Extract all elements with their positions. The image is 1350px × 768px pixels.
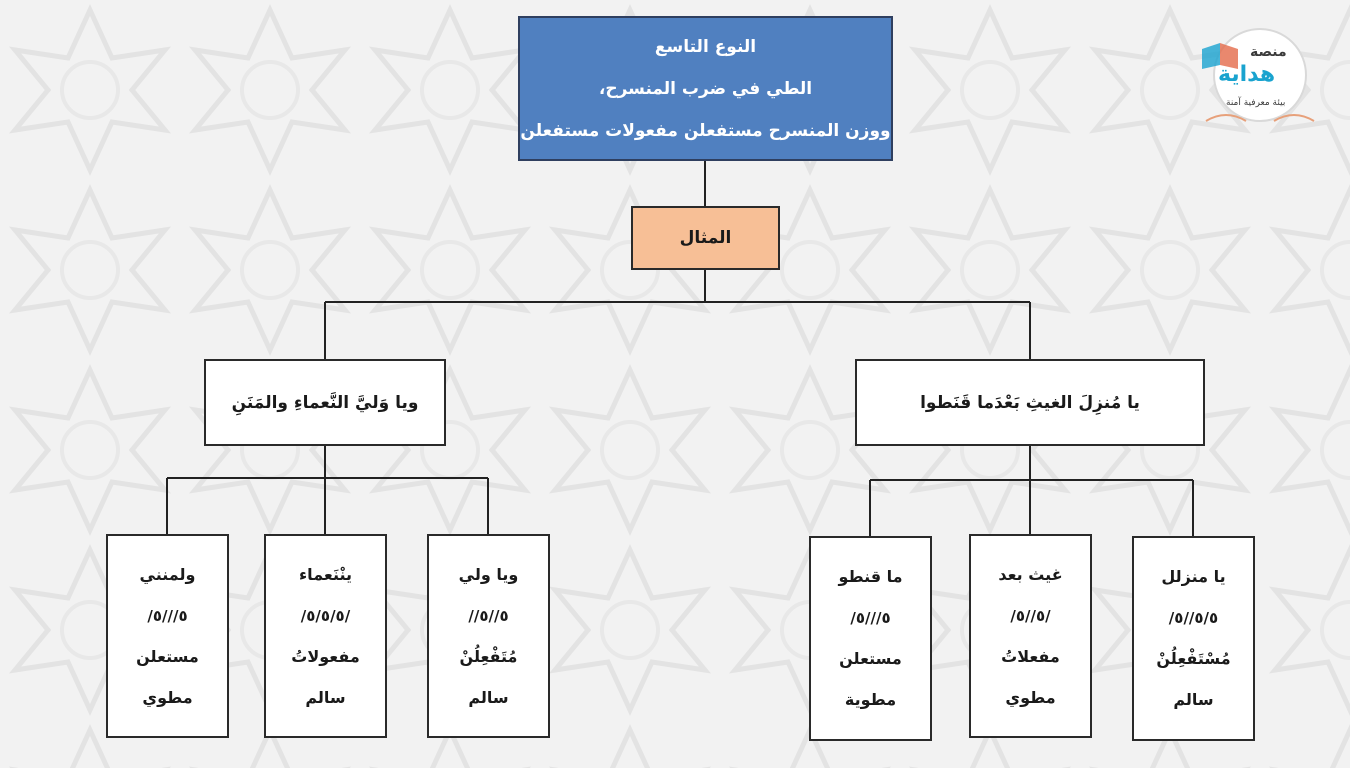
logo-tagline: بيئة معرفية آمنة [1226,98,1286,108]
title-line-2: الطي في ضرب المنسرح، [598,78,813,99]
foot-node-left-2: ينْنَعماء /٥/٥/٥/ مفعولاتُ سالم [264,534,387,738]
foot-meter: مُتَفْعِلُنْ [459,646,518,666]
verse-node-left: ويا وَليَّ النَّعماءِ والمَنَنِ [204,359,446,446]
foot-words: ينْنَعماء [299,564,353,584]
foot-node-right-1: يا منزلل /٥/٥//٥ مُسْتَفْعِلُنْ سالم [1132,536,1255,741]
title-node: النوع التاسع الطي في ضرب المنسرح، ووزن ا… [518,16,893,161]
verse-node-right: يا مُنزِلَ الغيثِ بَعْدَما قَنَطوا [855,359,1205,446]
foot-node-left-3: ولمنني /٥///٥ مستعلن مطوي [106,534,229,738]
foot-state: سالم [305,687,346,707]
example-label: المثال [679,228,732,248]
foot-scansion: //٥//٥ [468,606,509,625]
hidaya-logo [1202,28,1315,122]
foot-meter: مستعلن [136,646,199,666]
foot-words: ما قنطو [838,566,903,586]
title-line-3: ووزن المنسرح مستفعلن مفعولات مستفعلن [520,120,891,141]
verse-right-text: يا مُنزِلَ الغيثِ بَعْدَما قَنَطوا [920,392,1140,413]
foot-meter: مفعولاتُ [291,646,360,666]
foot-scansion: /٥///٥ [147,606,188,625]
foot-state: سالم [468,687,509,707]
logo-main-text: هداية [1218,62,1276,87]
foot-node-right-2: غيث بعد /٥//٥/ مفعلاتُ مطوي [969,534,1092,738]
foot-meter: مُسْتَفْعِلُنْ [1156,649,1231,669]
title-line-1: النوع التاسع [654,36,757,57]
foot-node-right-3: ما قنطو /٥///٥ مستعلن مطوية [809,536,932,741]
foot-node-left-1: ويا ولي //٥//٥ مُتَفْعِلُنْ سالم [427,534,550,738]
logo-top-text: منصة [1250,44,1287,60]
foot-meter: مستعلن [839,649,902,669]
verse-left-text: ويا وَليَّ النَّعماءِ والمَنَنِ [231,392,419,413]
foot-scansion: /٥//٥/ [1010,606,1051,625]
foot-state: مطوية [844,690,897,710]
example-node: المثال [631,206,780,270]
foot-state: مطوي [1005,687,1056,707]
foot-state: مطوي [142,687,193,707]
foot-scansion: /٥/٥//٥ [1168,608,1219,627]
foot-words: غيث بعد [998,564,1063,584]
foot-scansion: /٥/٥/٥/ [300,606,351,625]
foot-scansion: /٥///٥ [850,608,891,627]
foot-state: سالم [1173,690,1214,710]
foot-words: ولمنني [139,564,196,584]
foot-meter: مفعلاتُ [1001,646,1060,666]
foot-words: يا منزلل [1161,566,1226,586]
foot-words: ويا ولي [458,564,519,584]
